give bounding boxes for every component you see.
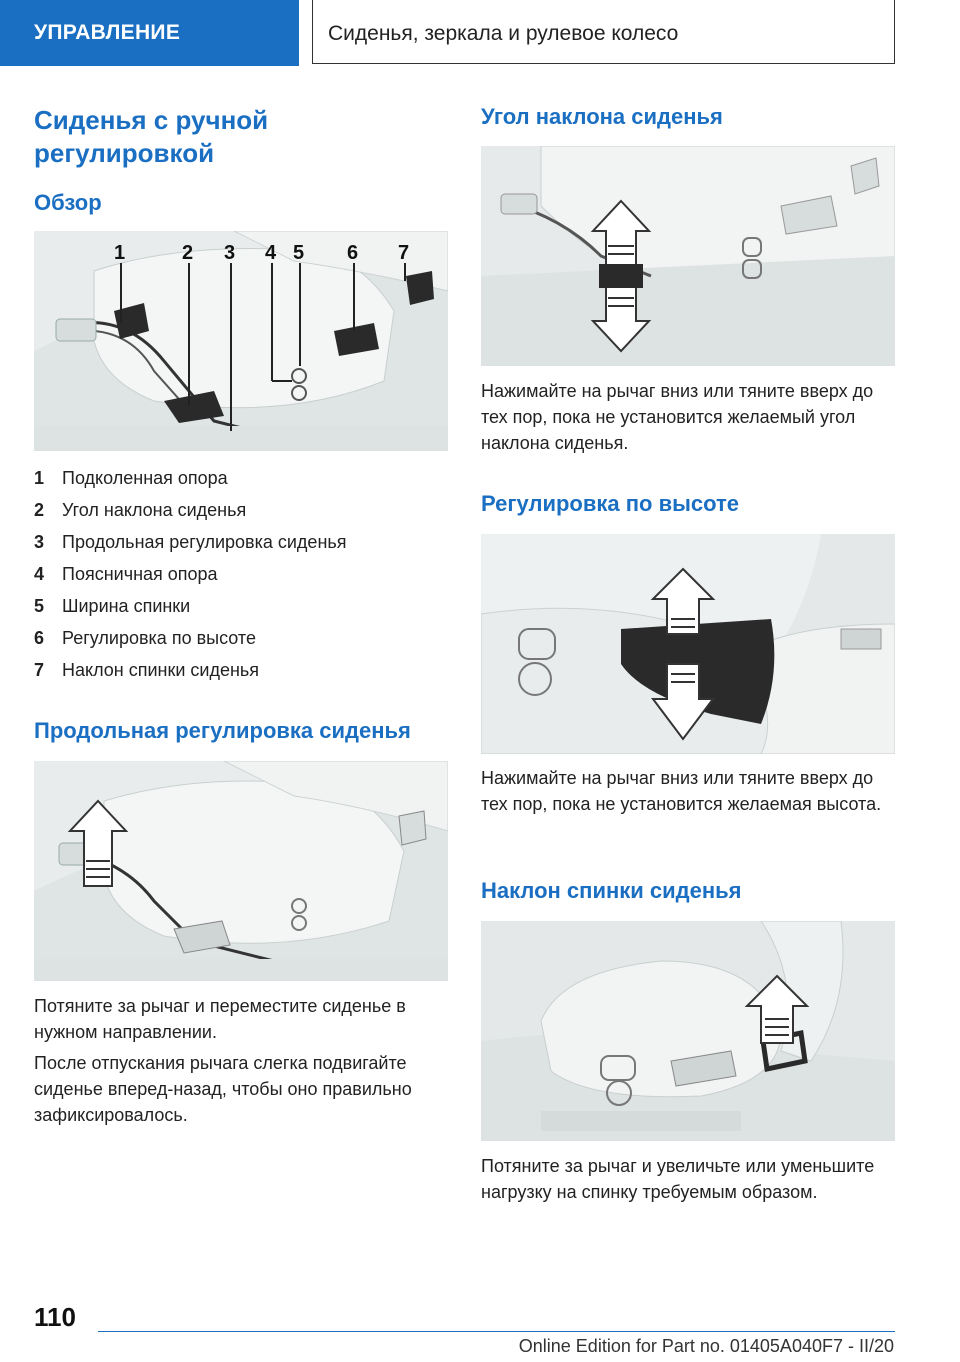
height-figure	[481, 534, 895, 754]
longitudinal-figure	[34, 761, 448, 981]
longitudinal-heading: Продольная регулировка сиденья	[34, 718, 411, 743]
arrow-up-icon	[744, 974, 810, 1044]
legend-number: 6	[34, 627, 45, 648]
seat-overview-figure: 1 2 3 4 5 6 7	[34, 231, 448, 451]
overview-legend: 1 Подколенная опора 2 Угол наклона сиденья…	[34, 462, 434, 686]
page-number: 110	[34, 1302, 76, 1332]
legend-number: 1	[34, 467, 45, 488]
legend-number: 5	[34, 595, 45, 616]
tilt-illustration	[481, 146, 895, 366]
legend-number: 3	[34, 531, 45, 552]
legend-label: Поясничная опора	[62, 563, 218, 584]
page-title: Сиденья с ручной регулировкой	[34, 105, 269, 168]
seat-overview-illustration: 1 2 3 4 5 6 7	[34, 231, 448, 451]
legend-label: Наклон спинки сиденья	[62, 659, 260, 680]
legend-item: 1 Подколенная опора	[34, 462, 434, 494]
edition-note: Online Edition for Part no. 01405A040F7 …	[518, 1336, 894, 1356]
longitudinal-text-1: Потяните за рычаг и переместите сиденье …	[34, 996, 406, 1042]
legend-label: Продольная регулировка сиденья	[62, 531, 347, 552]
backrest-figure	[481, 921, 895, 1141]
callout-1: 1	[114, 242, 125, 264]
longitudinal-text-2: После отпускания рычага слегка подвигайт…	[34, 1053, 412, 1125]
footer-divider	[98, 1331, 895, 1332]
legend-item: 4 Поясничная опора	[34, 558, 434, 590]
callout-2: 2	[182, 242, 193, 264]
legend-number: 4	[34, 563, 45, 584]
tilt-text: Нажимайте на рычаг вниз или тяните вверх…	[481, 381, 874, 453]
legend-number: 2	[34, 499, 45, 520]
arrow-up-icon	[67, 799, 129, 887]
backrest-illustration	[481, 921, 895, 1141]
callout-7: 7	[398, 242, 409, 264]
overview-heading: Обзор	[34, 190, 102, 215]
longitudinal-illustration	[34, 761, 448, 981]
section-tab: УПРАВЛЕНИЕ	[0, 0, 299, 66]
callout-3: 3	[224, 242, 235, 264]
legend-label: Подколенная опора	[62, 467, 228, 488]
legend-item: 2 Угол наклона сиденья	[34, 494, 434, 526]
callout-6: 6	[347, 242, 358, 264]
legend-item: 3 Продольная регулировка сиденья	[34, 526, 434, 558]
chapter-title: Сиденья, зеркала и рулевое колесо	[312, 0, 895, 64]
legend-item: 6 Регулировка по высоте	[34, 622, 434, 654]
backrest-text: Потяните за рычаг и увеличьте или уменьш…	[481, 1156, 875, 1202]
legend-label: Угол наклона сиденья	[62, 499, 247, 520]
height-illustration	[481, 534, 895, 754]
arrow-up-down-icon	[590, 199, 652, 353]
legend-item: 7 Наклон спинки сиденья	[34, 654, 434, 686]
tilt-figure	[481, 146, 895, 366]
legend-label: Ширина спинки	[62, 595, 191, 616]
callout-4: 4	[265, 242, 277, 264]
callout-5: 5	[293, 242, 304, 264]
tilt-heading: Угол наклона сиденья	[481, 104, 723, 129]
height-heading: Регулировка по высоте	[481, 491, 740, 516]
legend-label: Регулировка по высоте	[62, 627, 256, 648]
backrest-heading: Наклон спинки сиденья	[481, 878, 742, 903]
height-text: Нажимайте на рычаг вниз или тяните вверх…	[481, 768, 882, 814]
arrow-up-down-icon	[650, 567, 716, 741]
legend-number: 7	[34, 659, 45, 680]
legend-item: 5 Ширина спинки	[34, 590, 434, 622]
